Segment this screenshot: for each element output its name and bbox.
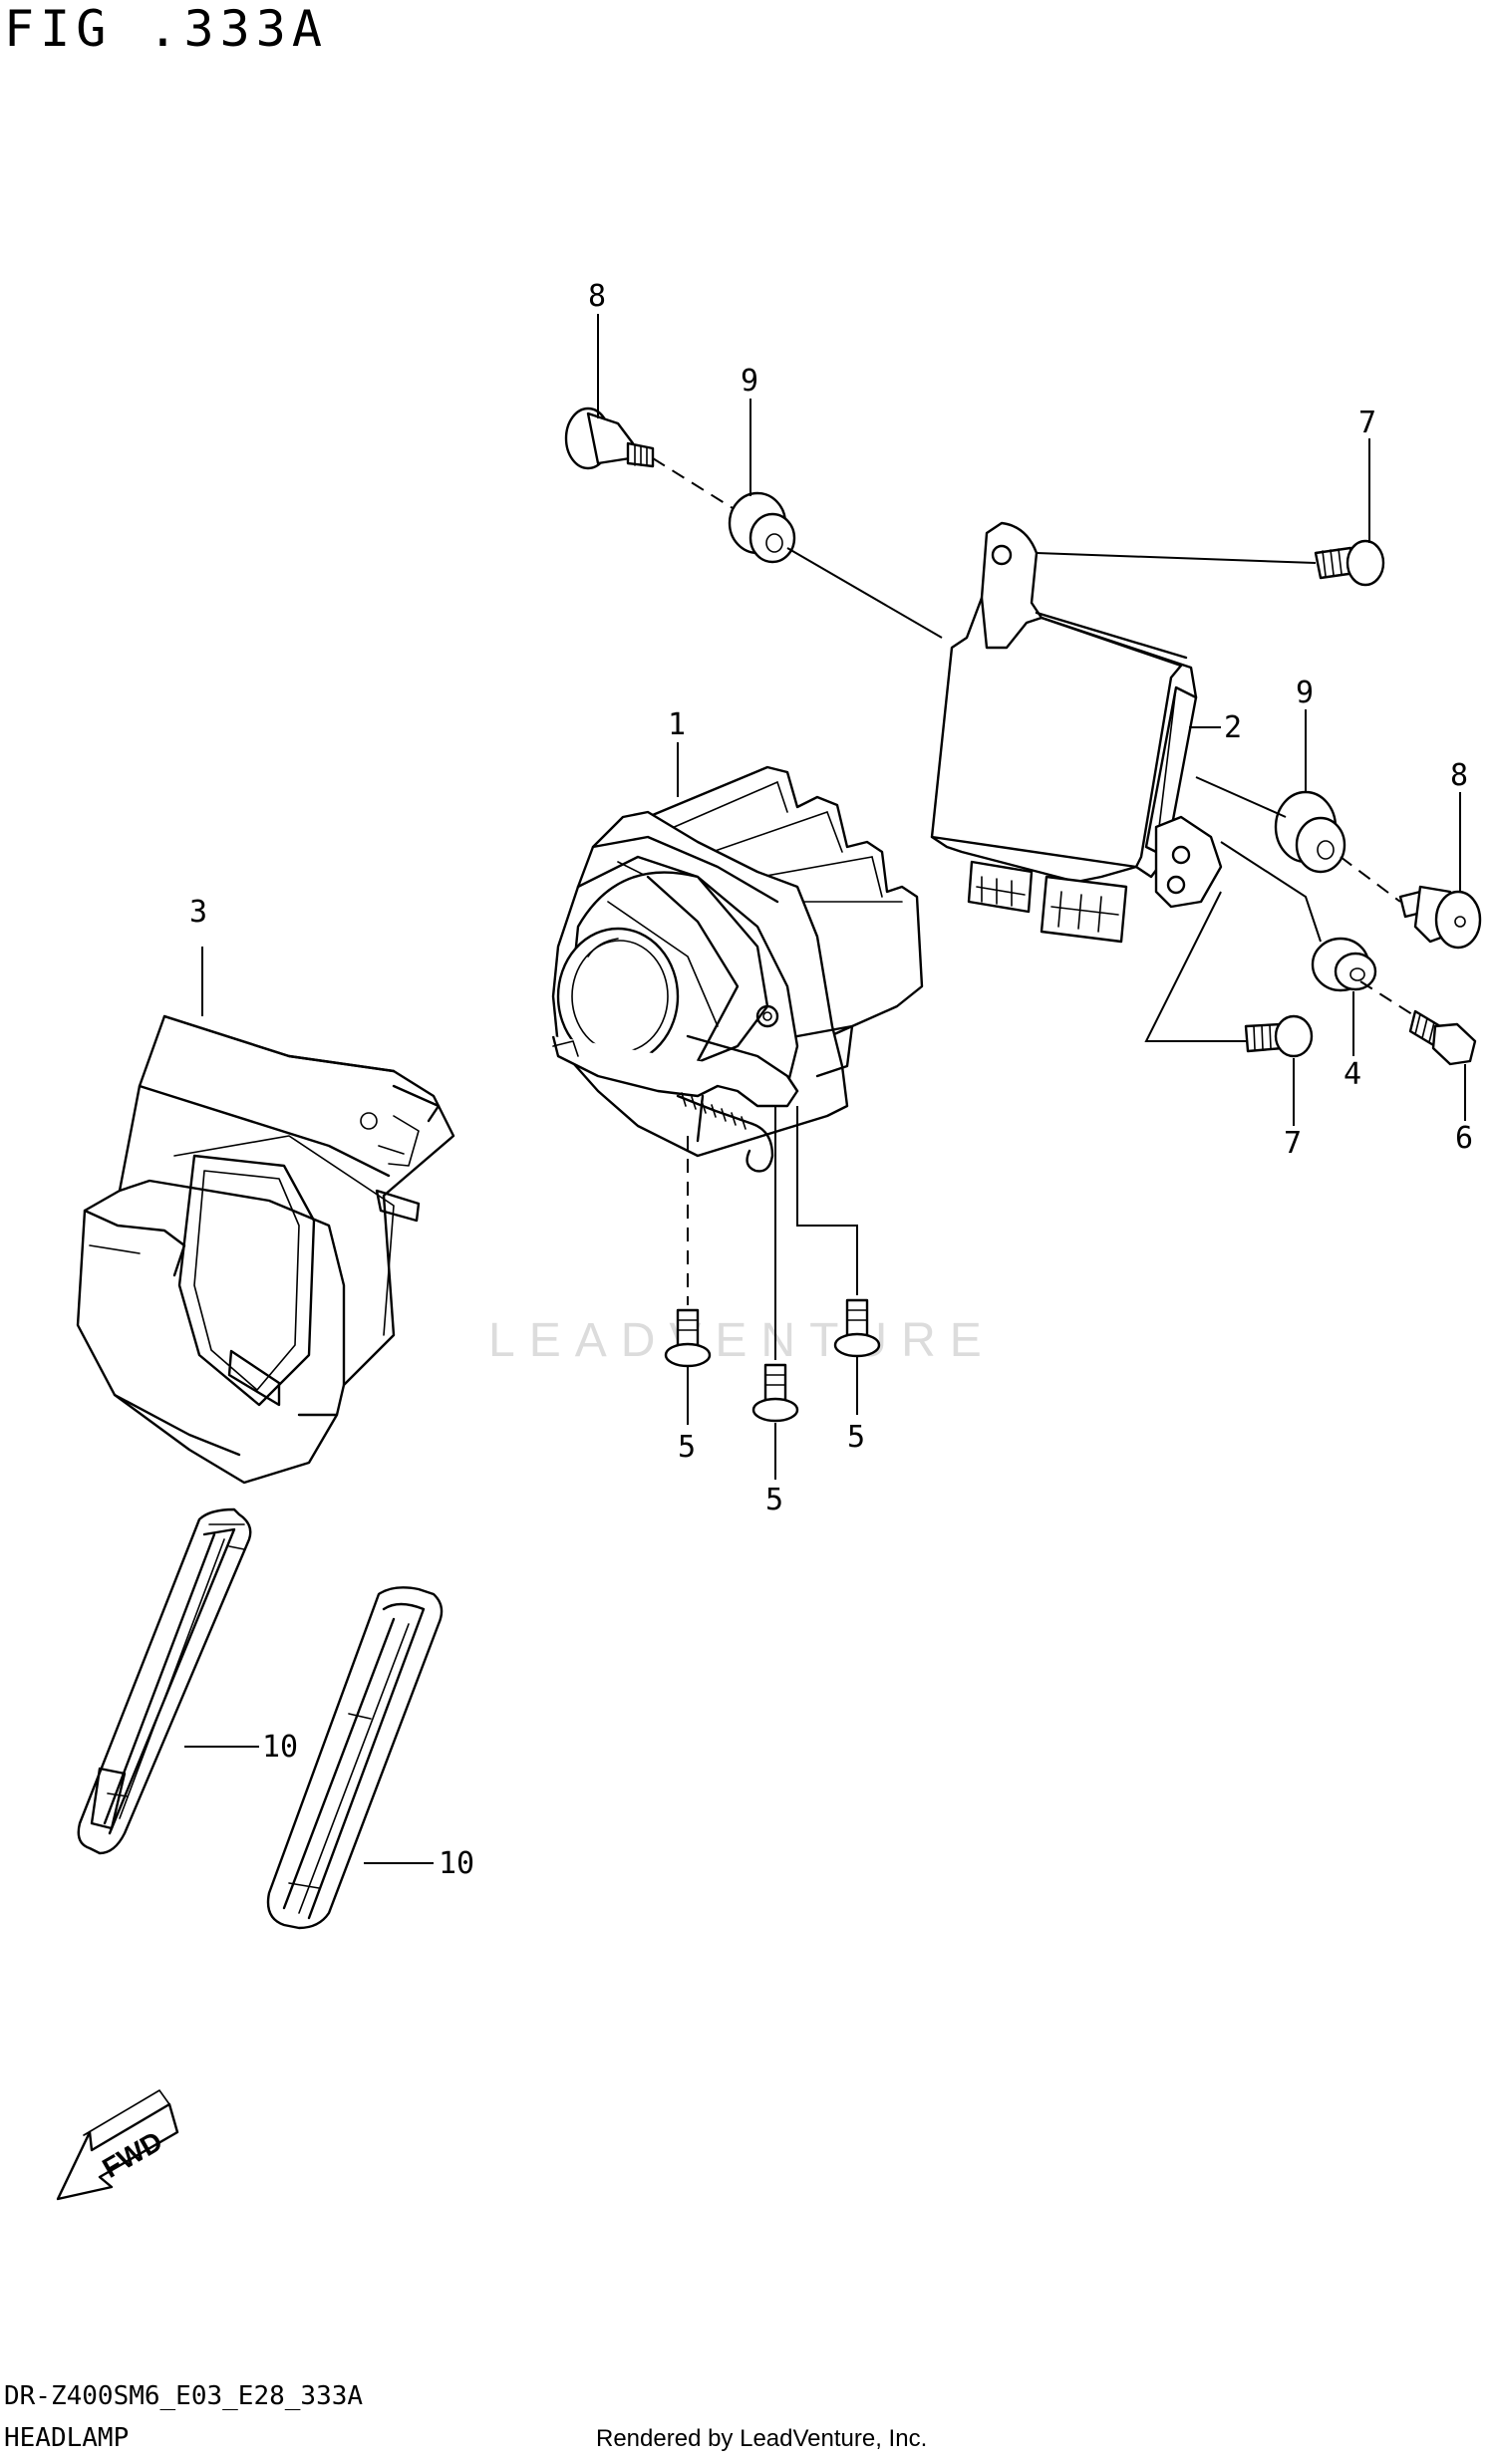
callout-3: 3 bbox=[189, 895, 207, 930]
part-4-grommet[interactable] bbox=[1311, 937, 1377, 992]
part-5-screw-left[interactable] bbox=[664, 1308, 712, 1368]
fwd-arrow-icon: FWD bbox=[56, 2089, 179, 2201]
part-10-reflector-lower[interactable] bbox=[266, 1586, 444, 1930]
callout-5-center: 5 bbox=[765, 1483, 783, 1517]
callout-10-lower: 10 bbox=[439, 1846, 474, 1881]
callout-8-upper: 8 bbox=[588, 279, 606, 314]
part-5-screw-center[interactable] bbox=[751, 1363, 799, 1423]
section-name: HEADLAMP bbox=[4, 2423, 130, 2453]
part-8-bolt-lower[interactable] bbox=[1398, 885, 1482, 950]
part-6-flange-bolt[interactable] bbox=[1408, 1009, 1477, 1066]
part-9-grommet-upper[interactable] bbox=[728, 491, 796, 564]
watermark: LEADVENTURE bbox=[488, 1314, 996, 1367]
callout-10-upper: 10 bbox=[262, 1730, 298, 1765]
callout-5-right: 5 bbox=[847, 1420, 865, 1455]
part-1-headlamp-unit[interactable] bbox=[551, 765, 924, 1173]
part-10-reflector-upper[interactable] bbox=[77, 1507, 252, 1855]
callout-9-lower: 9 bbox=[1296, 676, 1314, 710]
callout-labels: 8 9 7 1 2 9 8 3 4 6 7 5 5 5 10 10 bbox=[189, 279, 1473, 1881]
model-code: DR-Z400SM6_E03_E28_333A bbox=[4, 2381, 364, 2411]
render-credit: Rendered by LeadVenture, Inc. bbox=[596, 2425, 928, 2452]
part-2-control-module[interactable] bbox=[930, 521, 1223, 944]
callout-8-lower: 8 bbox=[1450, 758, 1468, 793]
leader-lines bbox=[184, 314, 1466, 1864]
callout-2: 2 bbox=[1224, 710, 1242, 745]
part-7-screw-lower[interactable] bbox=[1244, 1014, 1314, 1058]
callout-7-lower: 7 bbox=[1284, 1126, 1302, 1161]
callout-9-upper: 9 bbox=[741, 364, 758, 399]
callout-7-upper: 7 bbox=[1358, 406, 1376, 440]
part-3-headlamp-cover[interactable] bbox=[76, 1014, 455, 1485]
assembly-lines bbox=[652, 457, 1416, 1360]
figure-title: FIG .333A bbox=[4, 0, 328, 58]
part-7-screw-upper[interactable] bbox=[1314, 539, 1385, 587]
callout-1: 1 bbox=[668, 707, 686, 742]
part-9-grommet-lower[interactable] bbox=[1274, 790, 1346, 874]
part-5-screw-right[interactable] bbox=[833, 1298, 881, 1358]
callout-4: 4 bbox=[1344, 1057, 1361, 1092]
part-8-bolt-upper[interactable] bbox=[564, 407, 655, 470]
callout-6: 6 bbox=[1455, 1121, 1473, 1156]
callout-5-left: 5 bbox=[678, 1430, 696, 1465]
